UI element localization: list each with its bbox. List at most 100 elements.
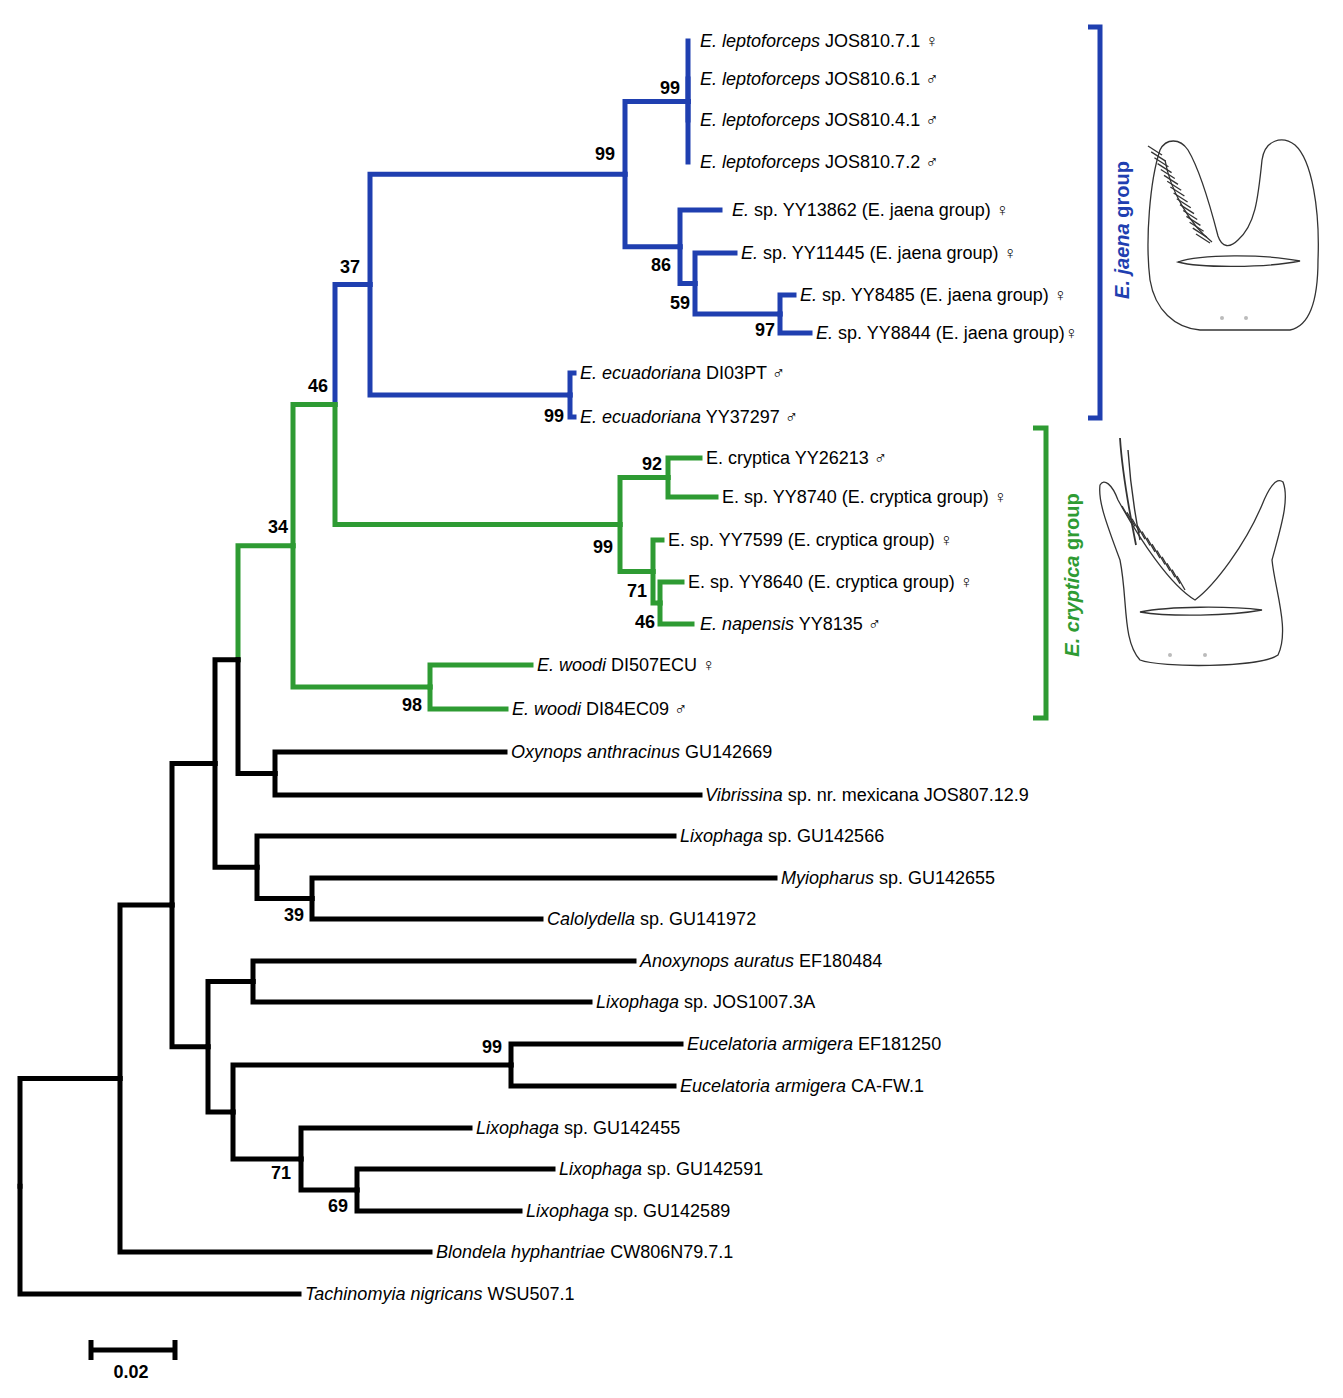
tree-branch xyxy=(275,774,700,796)
tip-label: E. ecuadoriana DI03PT ♂ xyxy=(580,362,785,384)
tree-branch xyxy=(301,1159,357,1190)
tree-branch xyxy=(430,687,506,709)
illustration-bar xyxy=(1140,607,1262,615)
tree-branch xyxy=(370,285,570,395)
bristle xyxy=(1142,531,1150,545)
tree-branch xyxy=(20,1079,120,1187)
tree-branch xyxy=(660,582,682,603)
tree-branch xyxy=(257,836,674,867)
bootstrap-value: 69 xyxy=(328,1195,348,1217)
bootstrap-value: 86 xyxy=(651,254,671,276)
illustration-dot xyxy=(1244,316,1248,320)
tree-branch xyxy=(293,405,335,546)
bootstrap-value: 71 xyxy=(627,580,647,602)
bristles xyxy=(1122,506,1185,590)
tree-branch xyxy=(238,660,275,774)
scale-bar xyxy=(91,1340,175,1360)
illustration-outline xyxy=(1100,481,1286,666)
bootstrap-value: 34 xyxy=(268,516,288,538)
tree-branch xyxy=(370,174,625,284)
tip-label: Blondela hyphantriae CW806N79.7.1 xyxy=(436,1241,733,1263)
tree-branch xyxy=(686,41,691,102)
illustration-dot xyxy=(1203,653,1207,657)
tree-branches xyxy=(20,41,810,1294)
tip-label: Myiopharus sp. GU142655 xyxy=(781,867,995,889)
tip-label: E. sp. YY8740 (E. cryptica group) ♀ xyxy=(722,486,1007,508)
tree-branch xyxy=(20,1186,299,1294)
bristle xyxy=(1177,576,1185,590)
tree-branch xyxy=(511,1044,681,1065)
tree-branch xyxy=(215,660,238,764)
bristle xyxy=(1196,234,1210,243)
tree-branch xyxy=(120,905,172,1078)
tree-branch xyxy=(430,665,531,687)
tip-label: E. sp. YY11445 (E. jaena group) ♀ xyxy=(741,242,1017,264)
tree-branch xyxy=(680,210,720,247)
bristle xyxy=(1122,506,1130,520)
bootstrap-value: 46 xyxy=(635,611,655,633)
tip-label: Lixophaga sp. JOS1007.3A xyxy=(596,991,815,1013)
bristle xyxy=(1152,544,1160,558)
bootstrap-value: 99 xyxy=(544,405,564,427)
tree-branch xyxy=(233,1112,301,1159)
bristle xyxy=(1132,519,1140,533)
tree-branch xyxy=(686,79,691,102)
tree-branch xyxy=(620,525,653,572)
bootstrap-value: 99 xyxy=(595,143,615,165)
bristle xyxy=(1157,551,1165,565)
tree-branch xyxy=(780,295,794,314)
tree-branch xyxy=(625,102,688,175)
tree-branch xyxy=(357,1169,553,1190)
bootstrap-value: 99 xyxy=(660,77,680,99)
tree-branch xyxy=(357,1190,520,1211)
tip-label: Lixophaga sp. GU142589 xyxy=(526,1200,730,1222)
bristle xyxy=(1127,512,1135,526)
illustration-bar xyxy=(1178,256,1300,267)
tree-branch xyxy=(695,284,780,315)
bootstrap-value: 46 xyxy=(308,375,328,397)
clade-bracket xyxy=(1033,428,1046,718)
tip-label: E. sp. YY8640 (E. cryptica group) ♀ xyxy=(688,571,973,593)
tree-branch xyxy=(660,603,692,624)
tree-branch xyxy=(208,1047,233,1112)
tree-branch xyxy=(253,982,590,1003)
bristle xyxy=(1167,563,1175,577)
tip-label: E. ecuadoriana YY37297 ♂ xyxy=(580,406,798,428)
tree-branch xyxy=(680,247,695,284)
tree-branch xyxy=(120,1079,430,1252)
tree-branch xyxy=(257,867,312,898)
tree-branch xyxy=(625,174,680,247)
bootstrap-value: 97 xyxy=(755,319,775,341)
group-label: E. jaena group xyxy=(1111,161,1133,299)
tree-branch xyxy=(233,1065,511,1112)
tree-branch xyxy=(238,546,293,660)
tree-branch xyxy=(335,285,370,405)
tree-branch xyxy=(301,1128,470,1159)
tree-branch xyxy=(208,982,253,1047)
tip-label: Tachinomyia nigricans WSU507.1 xyxy=(305,1283,574,1305)
tip-label: E. sp. YY8844 (E. jaena group)♀ xyxy=(816,322,1078,344)
bootstrap-value: 71 xyxy=(271,1162,291,1184)
tip-label: Oxynops anthracinus GU142669 xyxy=(511,741,772,763)
tip-label: E. leptoforceps JOS810.6.1 ♂ xyxy=(700,68,939,90)
bristle xyxy=(1137,525,1145,539)
tree-branch xyxy=(686,102,691,163)
bristle xyxy=(1162,557,1170,571)
group-label: E. cryptica group xyxy=(1061,493,1083,656)
tip-label: E. sp. YY7599 (E. cryptica group) ♀ xyxy=(668,529,953,551)
tree-branch xyxy=(335,405,620,525)
tree-branch xyxy=(312,899,541,920)
tip-label: Eucelatoria armigera EF181250 xyxy=(687,1033,941,1055)
tree-branch xyxy=(172,905,208,1047)
tree-branch xyxy=(215,763,257,867)
tree-branch xyxy=(668,458,700,478)
bootstrap-value: 99 xyxy=(482,1036,502,1058)
illustration-dot xyxy=(1168,653,1172,657)
tree-branch xyxy=(253,961,634,982)
bristle xyxy=(1147,538,1155,552)
tip-label: E. woodi DI507ECU ♀ xyxy=(537,654,716,676)
tree-branch xyxy=(620,478,668,525)
tree-branch xyxy=(695,253,735,284)
tree-branch xyxy=(312,878,775,899)
